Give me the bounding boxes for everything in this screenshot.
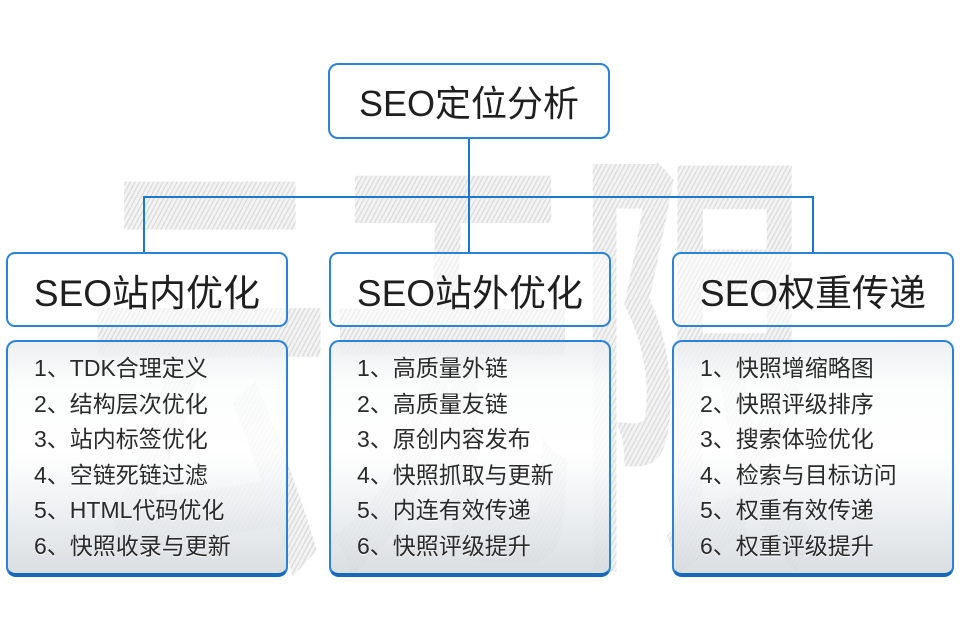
list-item: 6、快照收录与更新 — [34, 532, 231, 559]
branch-item-list-weight: 1、快照增缩略图 2、快照评级排序 3、搜索体验优化 4、检索与目标访问 5、权重有效传… — [672, 340, 954, 577]
list-item: 1、TDK合理定义 — [34, 355, 208, 381]
list-item: 5、HTML代码优化 — [34, 497, 225, 523]
connector-root-stem — [468, 139, 470, 197]
list-item: 2、结构层次优化 — [34, 390, 208, 417]
list-item: 4、空链死链过滤 — [34, 461, 208, 488]
list-item: 6、权重评级提升 — [700, 532, 874, 559]
connector-horizontal-bar — [143, 196, 814, 198]
list-item: 3、站内标签优化 — [34, 426, 208, 452]
branch-header-offsite: SEO站外优化 — [329, 252, 611, 327]
branch-header-label: SEO站内优化 — [33, 272, 261, 314]
list-item: 1、高质量外链 — [357, 355, 508, 381]
list-item: 3、搜索体验优化 — [700, 426, 874, 452]
branch-header-weight: SEO权重传递 — [672, 252, 954, 327]
list-item: 3、原创内容发布 — [357, 426, 531, 452]
list-item: 1、快照增缩略图 — [700, 355, 874, 381]
list-item: 2、高质量友链 — [357, 390, 508, 417]
list-item: 4、快照抓取与更新 — [357, 461, 554, 488]
connector-drop-middle — [468, 198, 470, 252]
branch-header-label: SEO权重传递 — [699, 272, 927, 314]
branch-item-list-offsite: 1、高质量外链 2、高质量友链 3、原创内容发布 4、快照抓取与更新 5、内连有效传递 6… — [329, 340, 611, 577]
branch-header-onsite: SEO站内优化 — [6, 252, 288, 327]
list-item: 5、内连有效传递 — [357, 497, 531, 523]
branch-item-list-onsite: 1、TDK合理定义 2、结构层次优化 3、站内标签优化 4、空链死链过滤 5、HTML代… — [6, 340, 288, 577]
branch-header-label: SEO站外优化 — [356, 272, 584, 314]
list-item: 2、快照评级排序 — [700, 390, 874, 417]
list-item: 5、权重有效传递 — [700, 497, 874, 523]
list-item: 6、快照评级提升 — [357, 532, 531, 559]
connector-drop-left — [143, 198, 145, 252]
root-node-label: SEO定位分析 — [358, 83, 580, 124]
connector-drop-right — [812, 198, 814, 252]
root-node: SEO定位分析 — [328, 63, 610, 139]
list-item: 4、检索与目标访问 — [700, 461, 897, 488]
